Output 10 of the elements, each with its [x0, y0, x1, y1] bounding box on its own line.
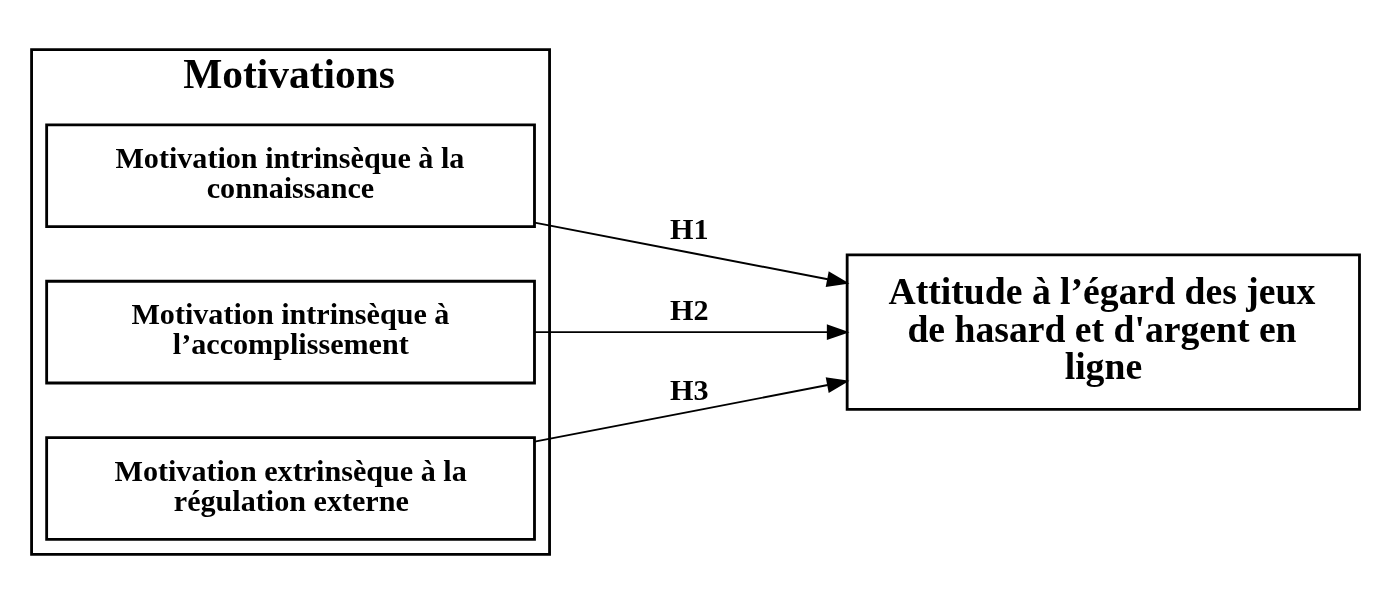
arrow [533, 221, 850, 287]
node-box: Motivation intrinsèque à l’accomplissement [45, 279, 536, 385]
edge-label: H1 [670, 212, 709, 247]
node-box: Attitude à l’égard des jeux de hasard et d'argent en ligne [845, 253, 1361, 411]
arrow [533, 324, 850, 341]
node-box: Motivation extrinsèque à la régulation externe [45, 436, 536, 541]
edge-label: H3 [670, 372, 709, 407]
edge-label: H2 [670, 293, 709, 328]
arrow [533, 377, 850, 443]
node-box: Motivation intrinsèque à la connaissance [45, 123, 536, 229]
